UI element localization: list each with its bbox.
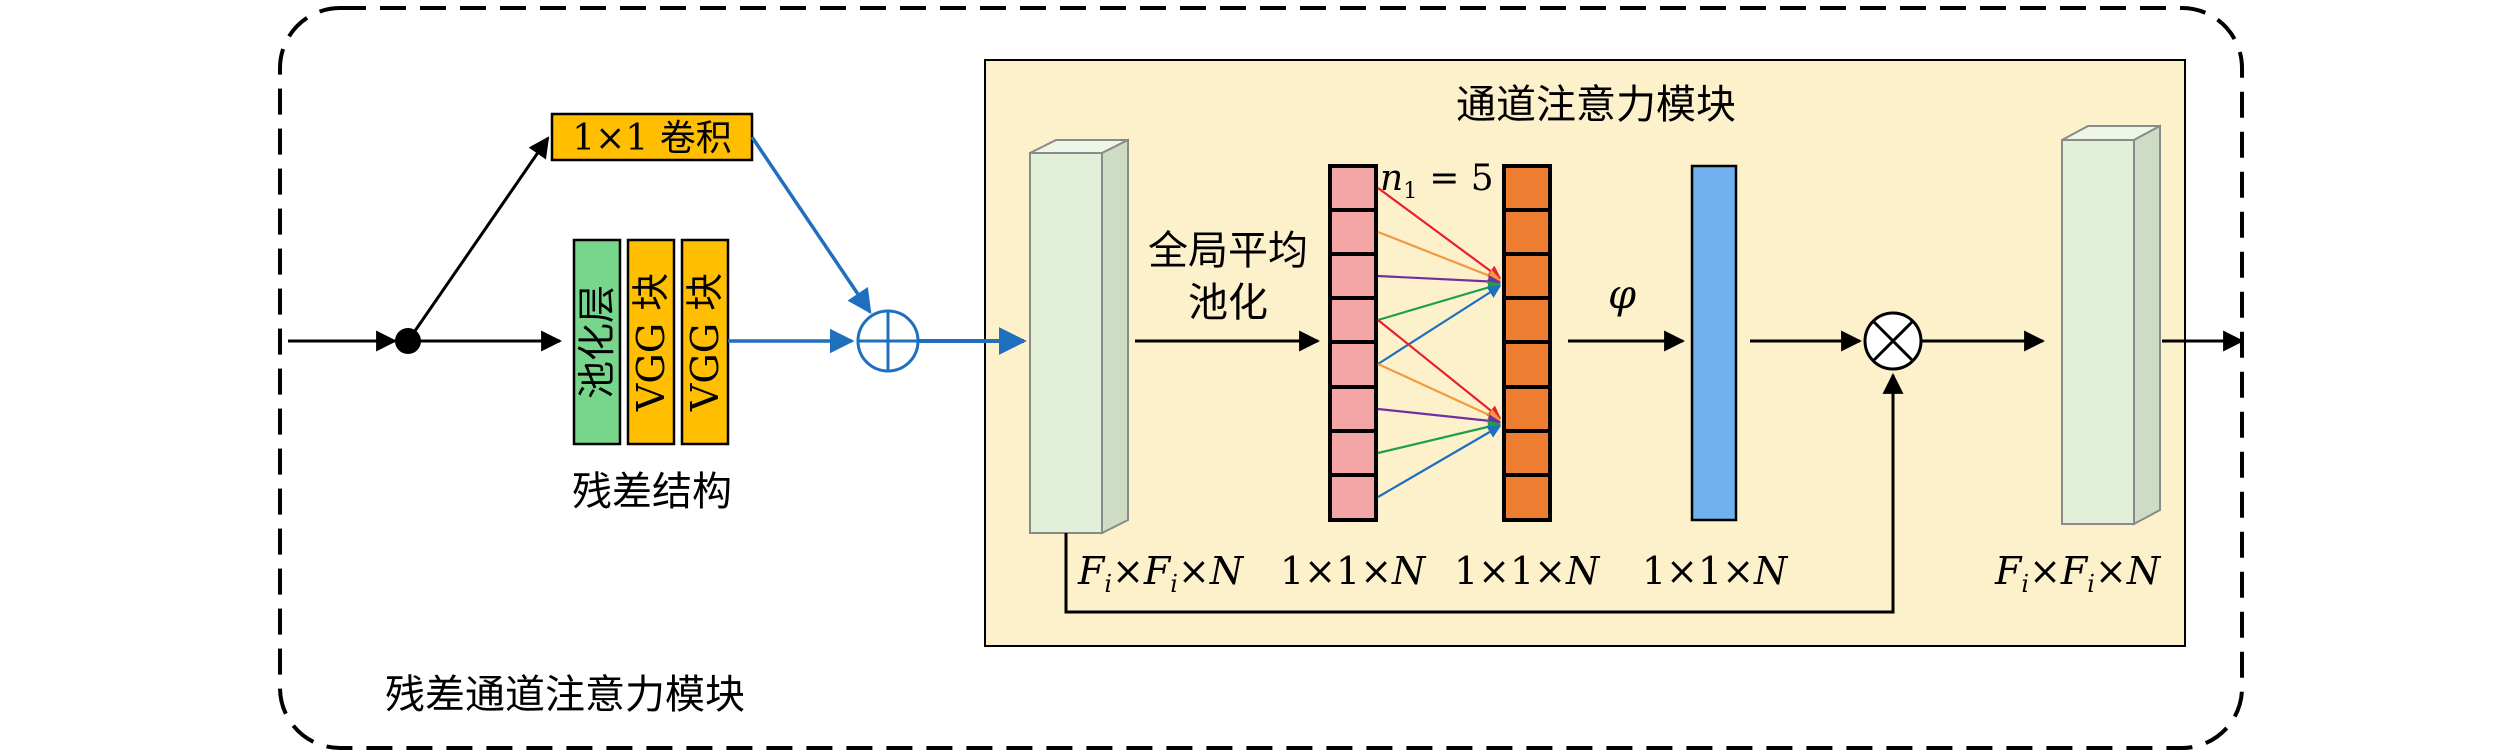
phi-label: φ <box>1608 272 1636 318</box>
sum-operator <box>856 309 920 373</box>
outer-module-border <box>278 6 2244 750</box>
conv-box <box>550 112 754 162</box>
output-feature-map <box>2061 124 2161 526</box>
vgg-block-2 <box>680 238 730 446</box>
outer-module-label: 残差通道注意力模块 <box>385 672 745 718</box>
pool-layer-box <box>572 238 622 446</box>
conv-label: 1×1 卷积 <box>572 118 731 159</box>
hidden-vector <box>1502 164 1552 522</box>
fc-connections <box>1377 187 1502 498</box>
attention-module-bg <box>984 59 2186 647</box>
branch-arrow-to-conv <box>406 136 550 342</box>
skip-connection <box>1064 372 1904 614</box>
pooled-vector <box>1328 164 1378 522</box>
input-feature-map <box>1029 138 1129 535</box>
n1-label: n1= 5 <box>1380 158 1494 204</box>
vgg-block-1-label: VGG 块 <box>629 273 673 412</box>
conv-to-sum-arrow <box>750 136 872 315</box>
pool-layer-label: 池化层 <box>575 285 619 399</box>
dim-hidden-vector: 1×1×N <box>1454 549 1601 593</box>
vgg-block-1 <box>626 238 676 446</box>
residual-structure-caption: 残差结构 <box>572 469 732 515</box>
vgg-block-2-label: VGG 块 <box>683 273 727 412</box>
dim-output-feature: Fi×Fi×N <box>1994 549 2162 598</box>
multiply-operator <box>1863 311 1923 371</box>
dim-pooled-vector: 1×1×N <box>1280 549 1427 593</box>
dim-input-feature: Fi×Fi×N <box>1077 549 1245 598</box>
gap-label-line1: 全局平均 <box>1148 228 1308 274</box>
weight-vector <box>1690 164 1738 522</box>
gap-label-line2: 池化 <box>1188 280 1268 326</box>
attention-module-title: 通道注意力模块 <box>1456 82 1736 128</box>
dim-weight-vector: 1×1×N <box>1642 549 1789 593</box>
